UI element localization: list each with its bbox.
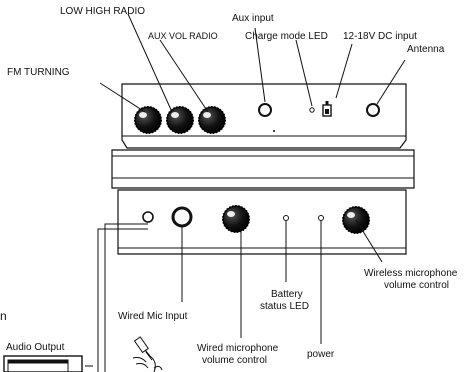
- dc-input-jack[interactable]: [322, 101, 332, 117]
- audio-output-label: Audio Output: [6, 342, 65, 353]
- cut-off-letter: n: [0, 309, 7, 323]
- device-band: [111, 149, 415, 189]
- fm-tuning-knob[interactable]: [134, 106, 162, 134]
- small-jack[interactable]: [142, 211, 154, 223]
- panel-dot: [273, 130, 275, 132]
- wired-mic-input-label: Wired Mic Input: [118, 311, 188, 322]
- aux-vol-radio-label: AUX VOL RADIO: [148, 31, 218, 41]
- charge-mode-led: [309, 107, 315, 113]
- low-high-radio-knob[interactable]: [166, 106, 194, 134]
- power-label: power: [307, 349, 335, 360]
- upper-panel: [121, 83, 407, 149]
- leader-lines-top: [99, 13, 406, 113]
- power-led: [318, 215, 324, 221]
- battery-status-label-2: status LED: [260, 301, 309, 312]
- wireless-mic-volume-label-1: Wireless microphone: [364, 268, 458, 279]
- battery-status-led: [283, 215, 289, 221]
- wired-mic-input-jack[interactable]: [171, 206, 193, 228]
- lower-panel: [117, 189, 407, 255]
- wired-mic-volume-label-2: volume control: [202, 355, 268, 366]
- leader-lines-bottom: [97, 219, 383, 372]
- audio-output-port[interactable]: [3, 355, 93, 372]
- aux-input-jack[interactable]: [258, 103, 272, 117]
- dc-input-label: 12-18V DC input: [343, 31, 417, 42]
- wired-mic-volume-knob[interactable]: [222, 205, 250, 233]
- low-high-radio-label: LOW HIGH RADIO: [60, 6, 146, 17]
- fm-turning-label: FM TURNING: [7, 67, 70, 78]
- aux-vol-radio-knob[interactable]: [198, 106, 226, 134]
- battery-status-label-1: Battery: [271, 289, 303, 300]
- wired-mic-volume-label-1: Wired microphone: [197, 343, 279, 354]
- wireless-mic-volume-label-2: volume control: [384, 280, 450, 291]
- antenna-jack[interactable]: [366, 103, 380, 117]
- charge-mode-led-label: Charge mode LED: [245, 31, 328, 42]
- microphone-icon: [132, 336, 163, 372]
- antenna-label: Antenna: [407, 44, 445, 55]
- aux-input-label: Aux input: [232, 13, 274, 24]
